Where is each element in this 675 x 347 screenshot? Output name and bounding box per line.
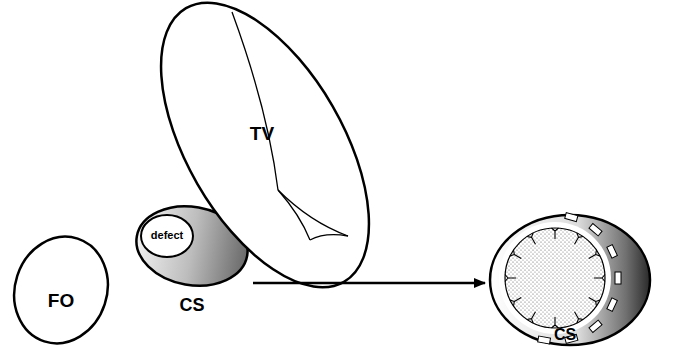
anchor-mark [527, 233, 539, 246]
anchor-mark [505, 275, 516, 282]
graft-rectangle [589, 224, 602, 236]
anchor-mark [552, 228, 559, 239]
node-label: TV [220, 124, 304, 143]
leaflet-line [278, 190, 310, 240]
leaflet-line [310, 235, 348, 240]
anchor-mark [571, 310, 583, 323]
node-label: CS [528, 327, 602, 343]
node-label: defect [139, 230, 195, 241]
leaflet-line [232, 12, 278, 190]
anchor-mark [510, 294, 523, 306]
graft-rectangle [615, 272, 621, 284]
leaflet-line [278, 190, 348, 236]
shape-node: CS [488, 213, 654, 347]
tv-ellipse [118, 0, 411, 321]
anchor-mark [587, 250, 600, 262]
white-ring [499, 222, 611, 334]
anchor-mark [510, 250, 523, 262]
graft-rectangle [607, 298, 618, 311]
graft-rectangle [607, 245, 618, 258]
node-label: FO [6, 291, 116, 310]
anchor-mark [571, 233, 583, 246]
anchor-mark [527, 310, 539, 323]
anchor-mark [594, 275, 605, 282]
node-outline [160, 0, 372, 292]
node-label: CS [133, 296, 251, 314]
graft-rectangle [565, 213, 578, 222]
shape-node: TV [160, 0, 372, 292]
occluder-disc [505, 228, 605, 328]
transition-arrow [253, 282, 485, 285]
shape-node: FO [6, 234, 116, 347]
sinus-ellipse [490, 215, 650, 345]
graft-rectangle [538, 336, 551, 344]
graft-rectangle [589, 320, 602, 332]
shape-node: defect [139, 213, 195, 259]
fo-ellipse [1, 224, 122, 347]
anchor-mark [587, 294, 600, 306]
